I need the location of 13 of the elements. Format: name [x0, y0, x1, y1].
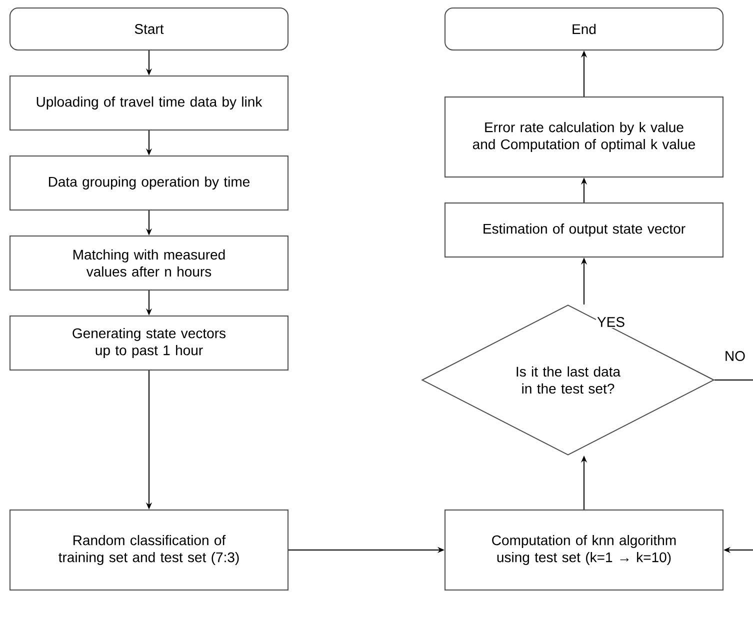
process-box: Estimation of output state vector	[444, 202, 724, 258]
process-box: Random classification of training set and test set (7:3)	[10, 510, 288, 590]
arrow	[714, 380, 753, 554]
process-box: Data grouping operation by time	[10, 156, 288, 210]
process-box: Generating state vectors up to past 1 hour	[10, 316, 288, 370]
process-box: Matching with measured values after n hours	[10, 236, 288, 290]
process-box: Error rate calculation by k value and Computation of optimal k value	[444, 96, 724, 178]
edge-label: NO	[724, 350, 746, 362]
edge-label: YES	[596, 316, 626, 328]
process-box: Uploading of travel time data by link	[10, 76, 288, 130]
terminal-box: End	[444, 8, 724, 50]
process-box: Computation of knn algorithm using test set (k=1 → k=10)	[444, 510, 724, 590]
terminal-box: Start	[10, 8, 288, 50]
